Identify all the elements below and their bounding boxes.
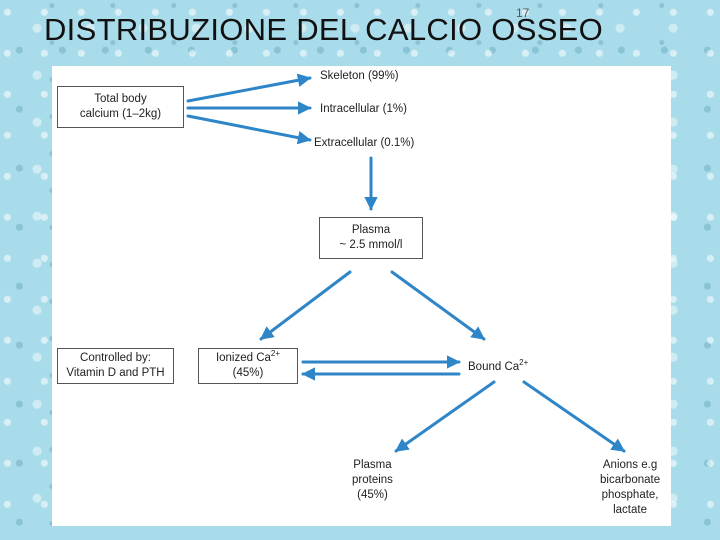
ionized-calcium-box: Ionized Ca2+ (45%): [198, 348, 298, 384]
slide-title: DISTRIBUZIONE DEL CALCIO OSSEO: [44, 12, 604, 47]
diagram-panel: Total body calcium (1–2kg) Skeleton (99%…: [52, 66, 671, 526]
arrow-to-extracellular: [186, 114, 312, 145]
bound-calcium-label: Bound Ca2+: [468, 358, 529, 373]
extracellular-label: Extracellular (0.1%): [314, 137, 415, 149]
plasma-proteins-label: Plasma proteins (45%): [352, 459, 393, 501]
controlled-by-box: Controlled by: Vitamin D and PTH: [57, 348, 174, 384]
arrow-bound-to-anions: [522, 380, 626, 453]
skeleton-label: Skeleton (99%): [320, 70, 399, 82]
diagram-arrows: [186, 73, 626, 453]
arrow-plasma-to-ionized: [259, 270, 352, 341]
arrow-bound-to-proteins: [394, 380, 496, 453]
arrow-to-skeleton: [186, 73, 312, 103]
slide-number: 17: [516, 6, 530, 20]
total-body-calcium-box: Total body calcium (1–2kg): [57, 86, 184, 128]
plasma-box: Plasma ~ 2.5 mmol/l: [319, 217, 423, 259]
arrow-plasma-to-bound: [390, 270, 486, 341]
anions-label: Anions e.g bicarbonate phosphate, lactat…: [600, 459, 661, 516]
intracellular-label: Intracellular (1%): [320, 103, 407, 115]
